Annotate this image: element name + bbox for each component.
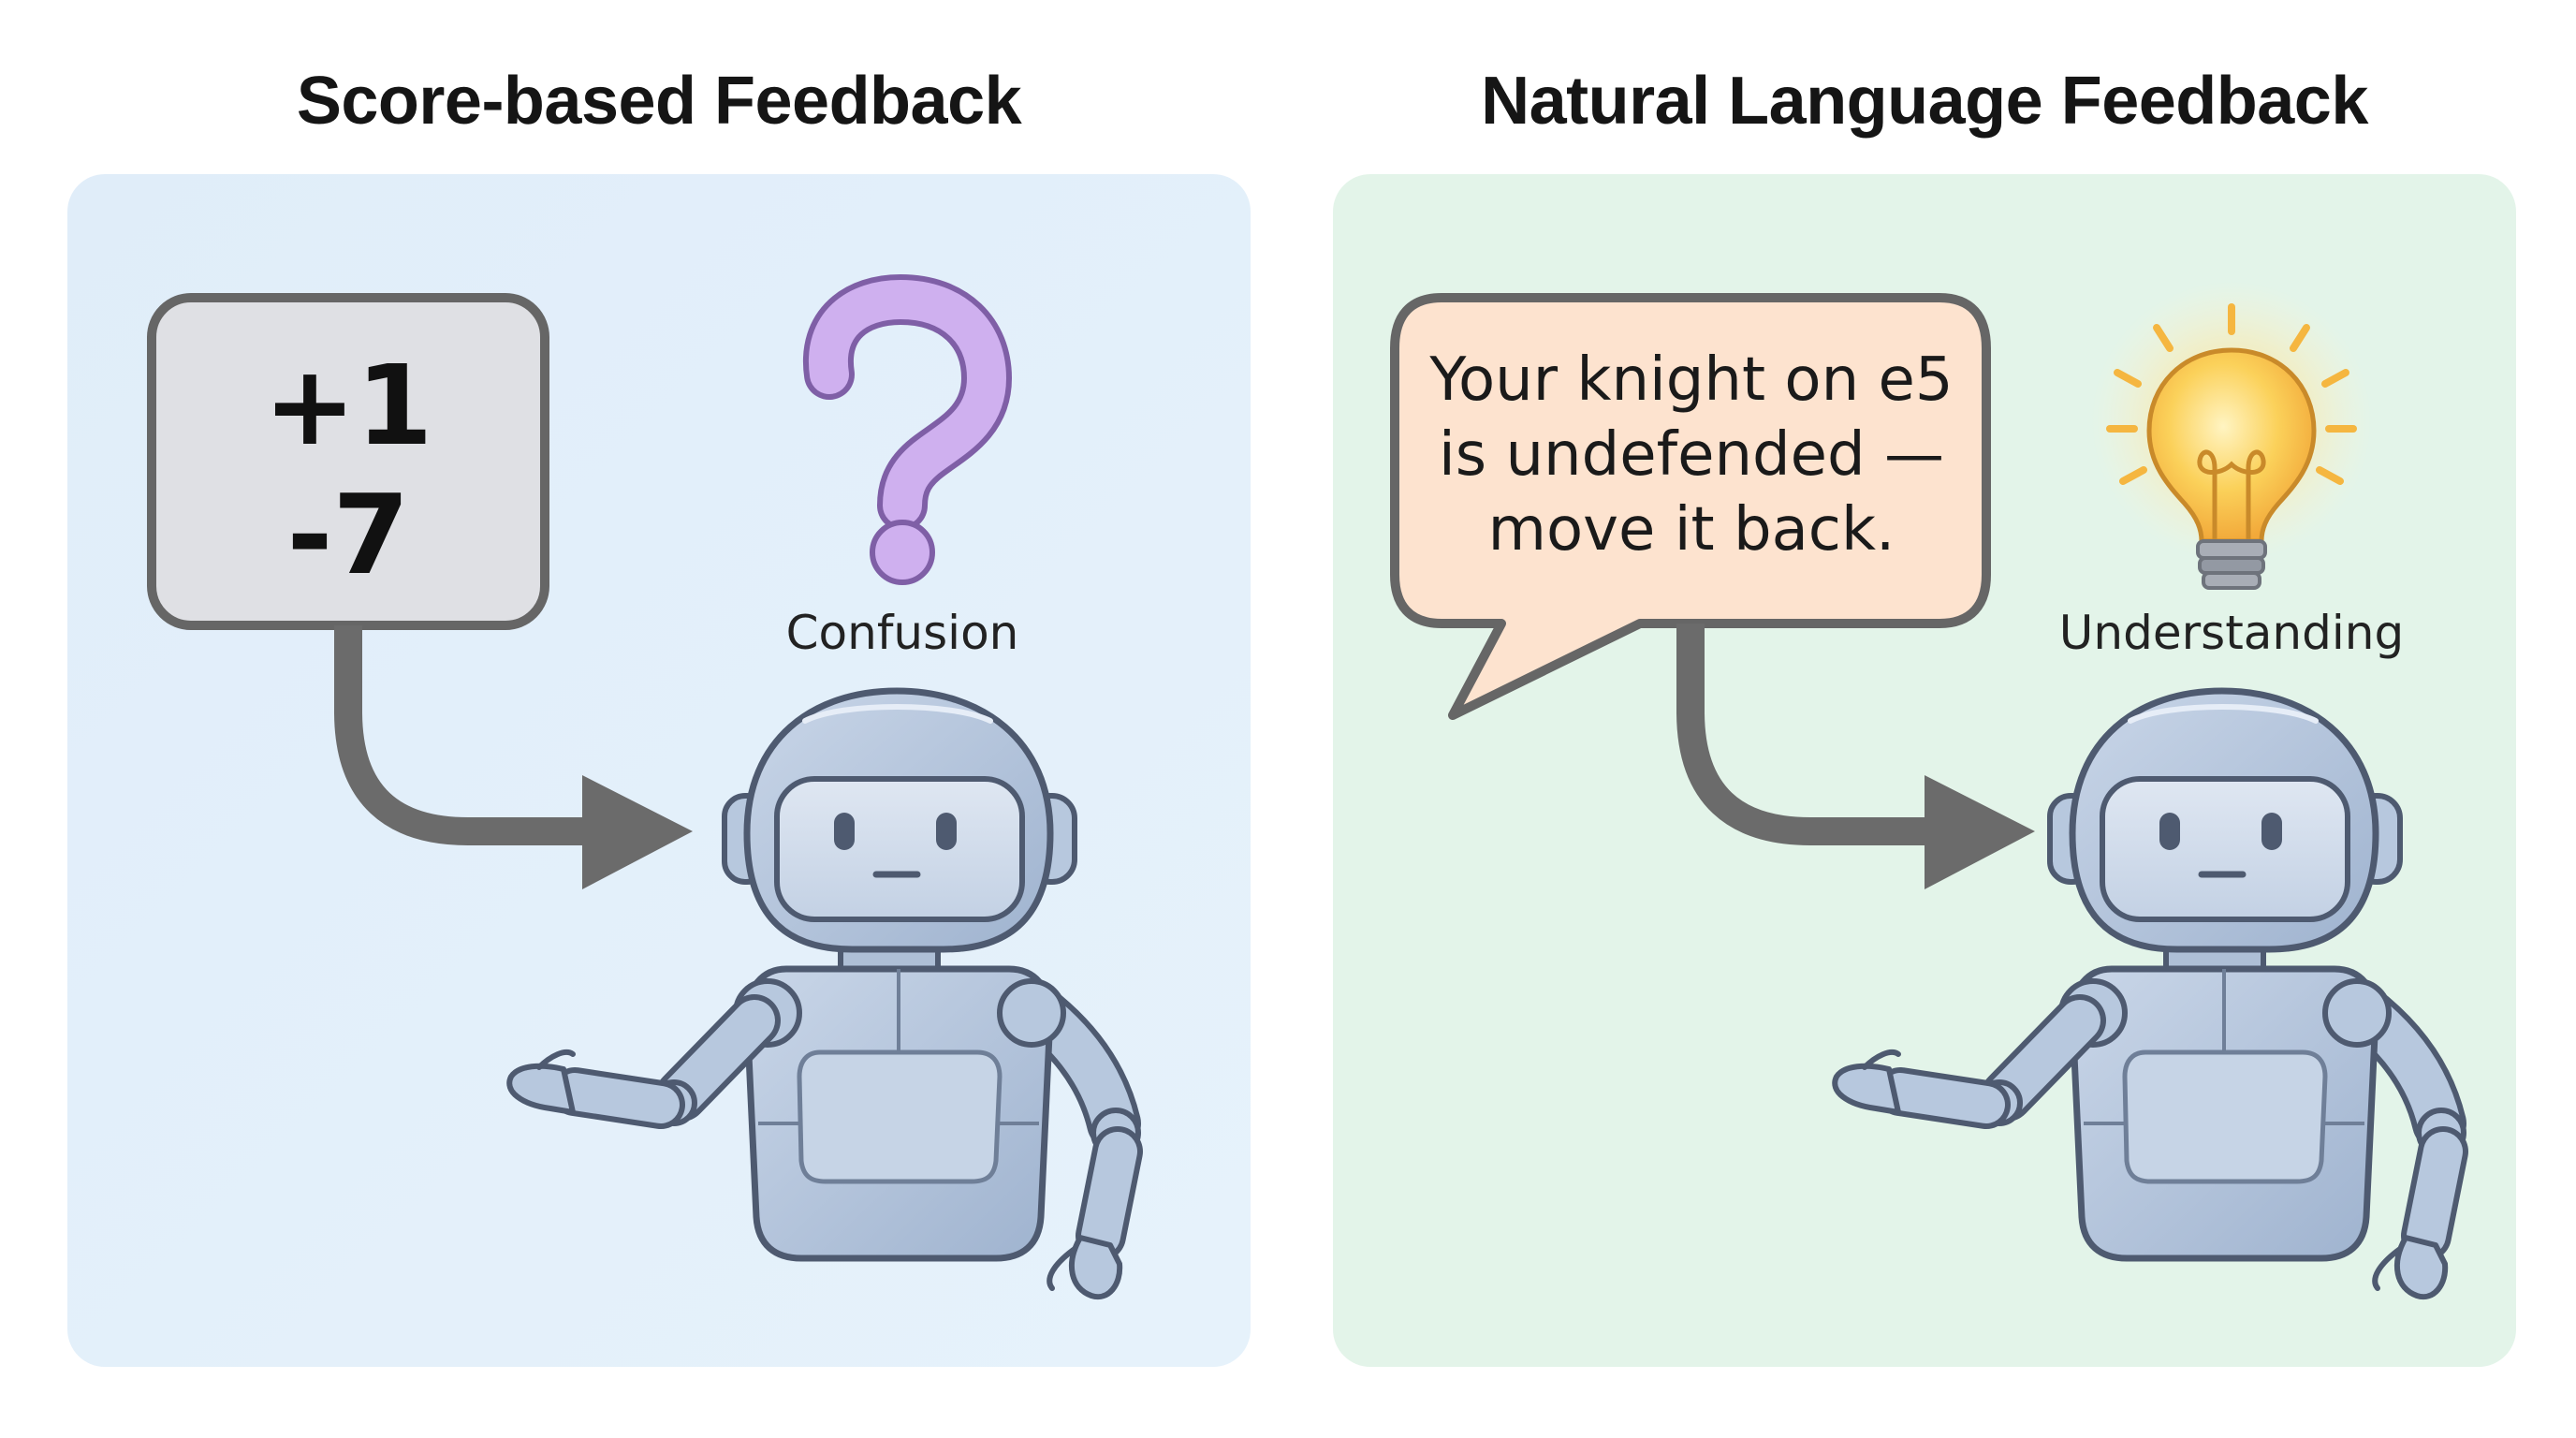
score-feedback-title: Score-based Feedback <box>296 64 1022 139</box>
question-mark-icon <box>802 273 1013 585</box>
score-value-1: +1 <box>263 341 433 470</box>
robot-left <box>509 691 1138 1297</box>
speech-bubble-text: Your knight on e5 is undefended — move i… <box>1429 345 1954 565</box>
score-values: +1 -7 <box>152 341 545 599</box>
nl-arrow-shaft <box>1676 624 1928 845</box>
score-value-2: -7 <box>286 470 410 599</box>
confusion-caption: Confusion <box>785 606 1019 660</box>
nl-feedback-title: Natural Language Feedback <box>1481 64 2368 139</box>
lightbulb-icon <box>2091 281 2372 590</box>
understanding-caption: Understanding <box>2058 606 2405 660</box>
speech-bubble <box>1390 293 1991 720</box>
nl-arrow-head <box>1925 775 2035 889</box>
score-arrow-shaft <box>334 625 599 845</box>
score-arrow-head <box>582 775 693 889</box>
